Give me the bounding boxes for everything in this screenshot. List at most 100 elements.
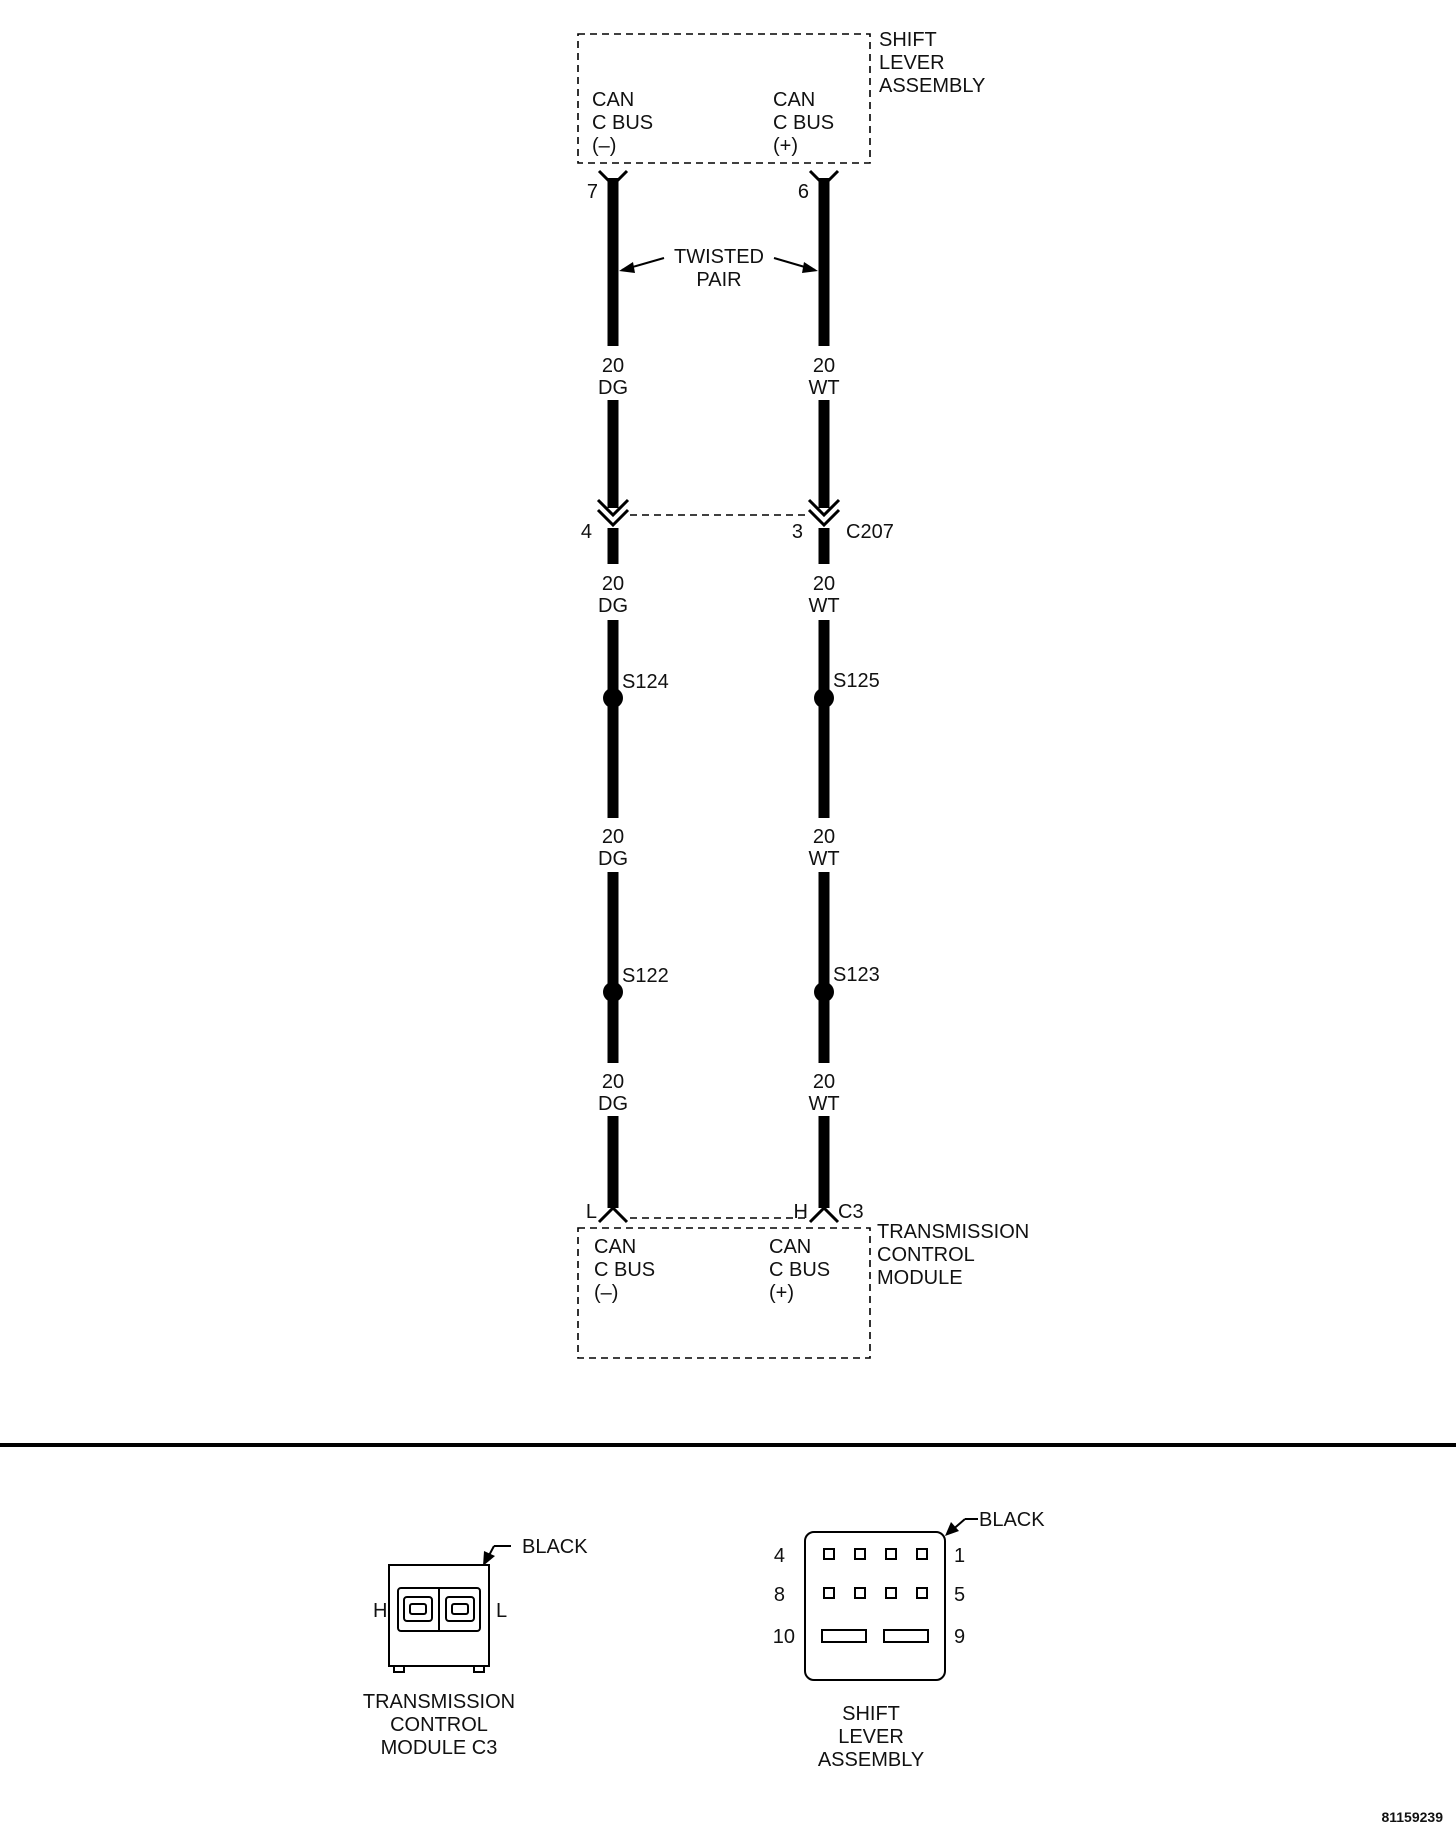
left-wire-label-2: 20 DG [598, 573, 628, 617]
svg-text:(+): (+) [773, 135, 798, 157]
svg-text:PAIR: PAIR [696, 269, 741, 291]
shift-lever-pin-1-label: 1 [954, 1545, 965, 1567]
tcm-c3-caption: TRANSMISSION CONTROL MODULE C3 [363, 1691, 515, 1759]
shift-lever-pin-9-label: 9 [954, 1626, 965, 1648]
svg-text:CONTROL: CONTROL [877, 1244, 975, 1266]
c207-right-pin-symbol [807, 498, 841, 528]
c3-right-pin-arrow [808, 1205, 840, 1224]
svg-text:20: 20 [602, 573, 624, 595]
tcm-c3-color-label: BLACK [522, 1536, 588, 1558]
tcm-c3-connector-view [388, 1564, 490, 1673]
c207-left-pin-symbol [596, 498, 630, 528]
tcm-can-minus-label: CAN C BUS (–) [594, 1236, 655, 1304]
svg-text:(–): (–) [592, 135, 616, 157]
svg-text:C BUS: C BUS [769, 1259, 830, 1281]
svg-text:DG: DG [598, 377, 628, 399]
twisted-pair-right-arrow [773, 257, 818, 273]
svg-text:20: 20 [602, 355, 624, 377]
figure-id: 81159239 [1381, 1809, 1443, 1825]
splice-s122-label: S122 [622, 965, 669, 987]
svg-text:SHIFT: SHIFT [842, 1703, 900, 1725]
twisted-pair-label: TWISTED PAIR [674, 246, 764, 291]
shift-lever-pin-5-label: 5 [954, 1584, 965, 1606]
svg-text:CAN: CAN [592, 89, 634, 111]
shift-lever-assembly-label: SHIFT LEVER ASSEMBLY [879, 29, 985, 97]
svg-text:20: 20 [813, 826, 835, 848]
left-wire-label-1: 20 DG [598, 355, 628, 399]
tcm-c3-color-callout [483, 1545, 511, 1566]
shift-lever-caption: SHIFT LEVER ASSEMBLY [818, 1703, 924, 1771]
shift-lever-pin-8-label: 8 [774, 1584, 785, 1606]
svg-text:ASSEMBLY: ASSEMBLY [879, 75, 985, 97]
svg-text:DG: DG [598, 595, 628, 617]
svg-text:WT: WT [808, 1093, 839, 1115]
left-wire-label-4: 20 DG [598, 1071, 628, 1115]
tcm-label: TRANSMISSION CONTROL MODULE [877, 1221, 1029, 1289]
tcm-c3-cavity-h [403, 1596, 433, 1622]
svg-text:20: 20 [813, 1071, 835, 1093]
shift-lever-can-minus-label: CAN C BUS (–) [592, 89, 653, 157]
tcm-can-plus-label: CAN C BUS (+) [769, 1236, 830, 1304]
splice-s123-label: S123 [833, 964, 880, 986]
c207-left-pin-number: 4 [581, 521, 592, 543]
shift-lever-connector-view [804, 1531, 946, 1681]
splice-s122-dot [603, 982, 623, 1002]
svg-text:20: 20 [813, 355, 835, 377]
svg-text:C BUS: C BUS [594, 1259, 655, 1281]
splice-s124-dot [603, 688, 623, 708]
splice-s123-dot [814, 982, 834, 1002]
svg-text:CONTROL: CONTROL [390, 1714, 488, 1736]
right-wire-label-2: 20 WT [808, 573, 839, 617]
c3-left-pin-arrow [597, 1205, 629, 1224]
shift-lever-pin-4-label: 4 [774, 1545, 785, 1567]
svg-text:20: 20 [813, 573, 835, 595]
svg-text:DG: DG [598, 1093, 628, 1115]
svg-text:C BUS: C BUS [773, 112, 834, 134]
c3-left-pin-letter: L [586, 1201, 597, 1223]
svg-text:WT: WT [808, 848, 839, 870]
c207-right-pin-number: 3 [792, 521, 803, 543]
svg-text:WT: WT [808, 595, 839, 617]
svg-text:LEVER: LEVER [879, 52, 945, 74]
right-wire-label-4: 20 WT [808, 1071, 839, 1115]
svg-text:CAN: CAN [594, 1236, 636, 1258]
svg-text:TWISTED: TWISTED [674, 246, 764, 268]
shift-lever-pin-10-label: 10 [773, 1626, 795, 1648]
c3-right-pin-letter: H [794, 1201, 808, 1223]
shift-lever-can-plus-label: CAN C BUS (+) [773, 89, 834, 157]
svg-text:DG: DG [598, 848, 628, 870]
splice-s124-label: S124 [622, 671, 669, 693]
svg-text:WT: WT [808, 377, 839, 399]
svg-text:20: 20 [602, 1071, 624, 1093]
top-right-pin-number: 6 [798, 181, 809, 203]
splice-s125-label: S125 [833, 670, 880, 692]
svg-text:TRANSMISSION: TRANSMISSION [877, 1221, 1029, 1243]
svg-text:CAN: CAN [773, 89, 815, 111]
svg-text:(–): (–) [594, 1282, 618, 1304]
c207-connector-name: C207 [846, 521, 894, 543]
svg-text:TRANSMISSION: TRANSMISSION [363, 1691, 515, 1713]
right-wire-label-3: 20 WT [808, 826, 839, 870]
svg-text:LEVER: LEVER [838, 1726, 904, 1748]
tcm-c3-cavity-l [445, 1596, 475, 1622]
twisted-pair-left-arrow [619, 257, 665, 273]
svg-text:MODULE: MODULE [877, 1267, 963, 1289]
svg-text:MODULE C3: MODULE C3 [381, 1737, 498, 1759]
tcm-c3-cavity-h-label: H [373, 1600, 387, 1622]
shift-lever-color-callout [945, 1518, 978, 1536]
svg-text:(+): (+) [769, 1282, 794, 1304]
svg-text:ASSEMBLY: ASSEMBLY [818, 1749, 924, 1771]
svg-text:C BUS: C BUS [592, 112, 653, 134]
shift-lever-assembly-box [577, 33, 871, 164]
tcm-c3-cavity-l-label: L [496, 1600, 507, 1622]
right-wire-label-1: 20 WT [808, 355, 839, 399]
tcm-box [577, 1227, 871, 1359]
c3-connector-name: C3 [838, 1201, 864, 1223]
top-left-pin-number: 7 [587, 181, 598, 203]
svg-text:SHIFT: SHIFT [879, 29, 937, 51]
svg-text:CAN: CAN [769, 1236, 811, 1258]
shift-lever-color-label: BLACK [979, 1509, 1045, 1531]
splice-s125-dot [814, 688, 834, 708]
svg-text:20: 20 [602, 826, 624, 848]
